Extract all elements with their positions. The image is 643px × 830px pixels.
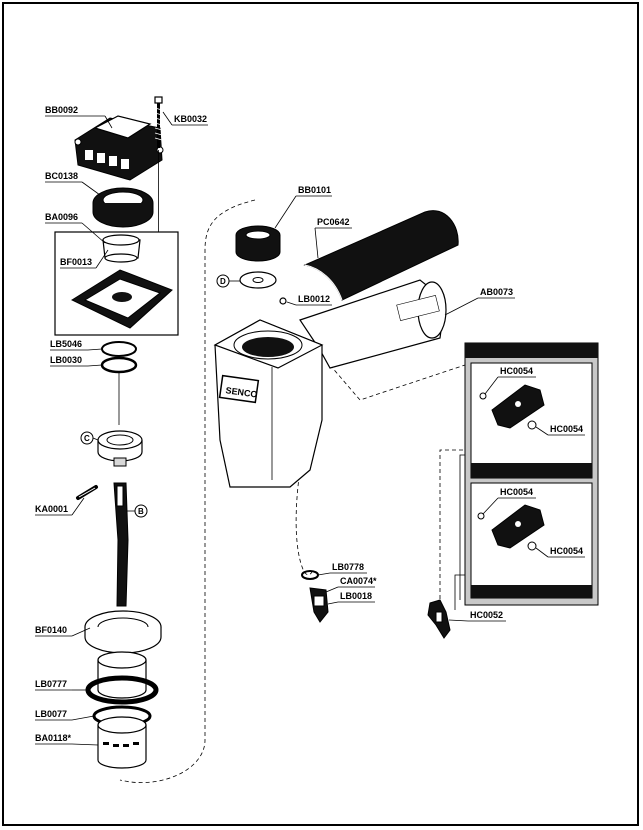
brand-text: SENCO — [225, 385, 258, 399]
label-ca0074: CA0074* — [340, 576, 377, 586]
dashed-path-body-to-valve — [295, 379, 323, 576]
valve-assembly — [301, 570, 329, 623]
brand-plate — [218, 374, 260, 404]
label-ba0096: BA0096 — [45, 212, 78, 222]
label-lb0030: LB0030 — [50, 355, 82, 365]
label-hc0054-upper-left: HC0054 — [500, 366, 533, 376]
label-bb0092: BB0092 — [45, 105, 78, 115]
oring-lb0030 — [100, 356, 138, 374]
label-ab0073: AB0073 — [480, 287, 513, 297]
bumper-cup-c — [97, 430, 143, 467]
label-lb0018: LB0018 — [340, 591, 372, 601]
label-bf0013: BF0013 — [60, 257, 92, 267]
oring-lb5046 — [101, 341, 137, 357]
label-bf0140: BF0140 — [35, 625, 67, 635]
label-lb0012: LB0012 — [298, 294, 330, 304]
label-lb0778: LB0778 — [332, 562, 364, 572]
disc-d — [239, 271, 277, 289]
driver-blade-b — [113, 482, 129, 607]
label-hc0054-lower-right: HC0054 — [550, 546, 583, 556]
label-lb0077: LB0077 — [35, 709, 67, 719]
dashed-path-body-to-inset — [329, 359, 481, 401]
svg-text:D: D — [220, 277, 226, 286]
label-bb0101: BB0101 — [298, 185, 331, 195]
label-ba0118: BA0118* — [35, 733, 72, 743]
callout-c: C — [80, 431, 94, 445]
label-hc0054-lower-left: HC0054 — [500, 487, 533, 497]
label-kb0032: KB0032 — [174, 114, 207, 124]
trigger-part-upper — [479, 384, 545, 430]
label-pc0642: PC0642 — [317, 217, 350, 227]
inset-panel — [464, 342, 599, 606]
ring-bc0138 — [92, 187, 154, 228]
cap-bb0092 — [74, 115, 164, 181]
svg-text:C: C — [84, 434, 90, 443]
piston-bf0013 — [102, 234, 141, 263]
seal-bb0101 — [235, 225, 281, 262]
oring-lb0012 — [279, 297, 287, 305]
callout-b: B — [134, 504, 148, 518]
label-leaders — [35, 111, 585, 746]
cylinder-ba0118 — [97, 716, 147, 769]
label-hc0052: HC0052 — [470, 610, 503, 620]
label-bc0138: BC0138 — [45, 171, 78, 181]
sleeve-bf0140 — [84, 610, 162, 654]
screw-kb0032 — [154, 96, 163, 310]
trigger-part-lower — [477, 504, 545, 551]
plate-bf0013 — [70, 269, 173, 329]
nailer-body-ab0073: SENCO — [213, 279, 447, 488]
grip-cover-pc0642 — [303, 210, 459, 301]
dashed-path-left — [119, 199, 256, 783]
pin-ka0001 — [76, 485, 98, 500]
label-ka0001: KA0001 — [35, 504, 68, 514]
label-hc0054-upper-right: HC0054 — [550, 424, 583, 434]
svg-text:B: B — [138, 507, 144, 516]
trigger-hc0052 — [427, 599, 451, 639]
callout-d: D — [216, 274, 230, 288]
dashed-path-inset-to-trigger — [439, 449, 470, 600]
label-lb5046: LB5046 — [50, 339, 82, 349]
cylinder-lb0777 — [85, 651, 159, 705]
label-lb0777: LB0777 — [35, 679, 67, 689]
